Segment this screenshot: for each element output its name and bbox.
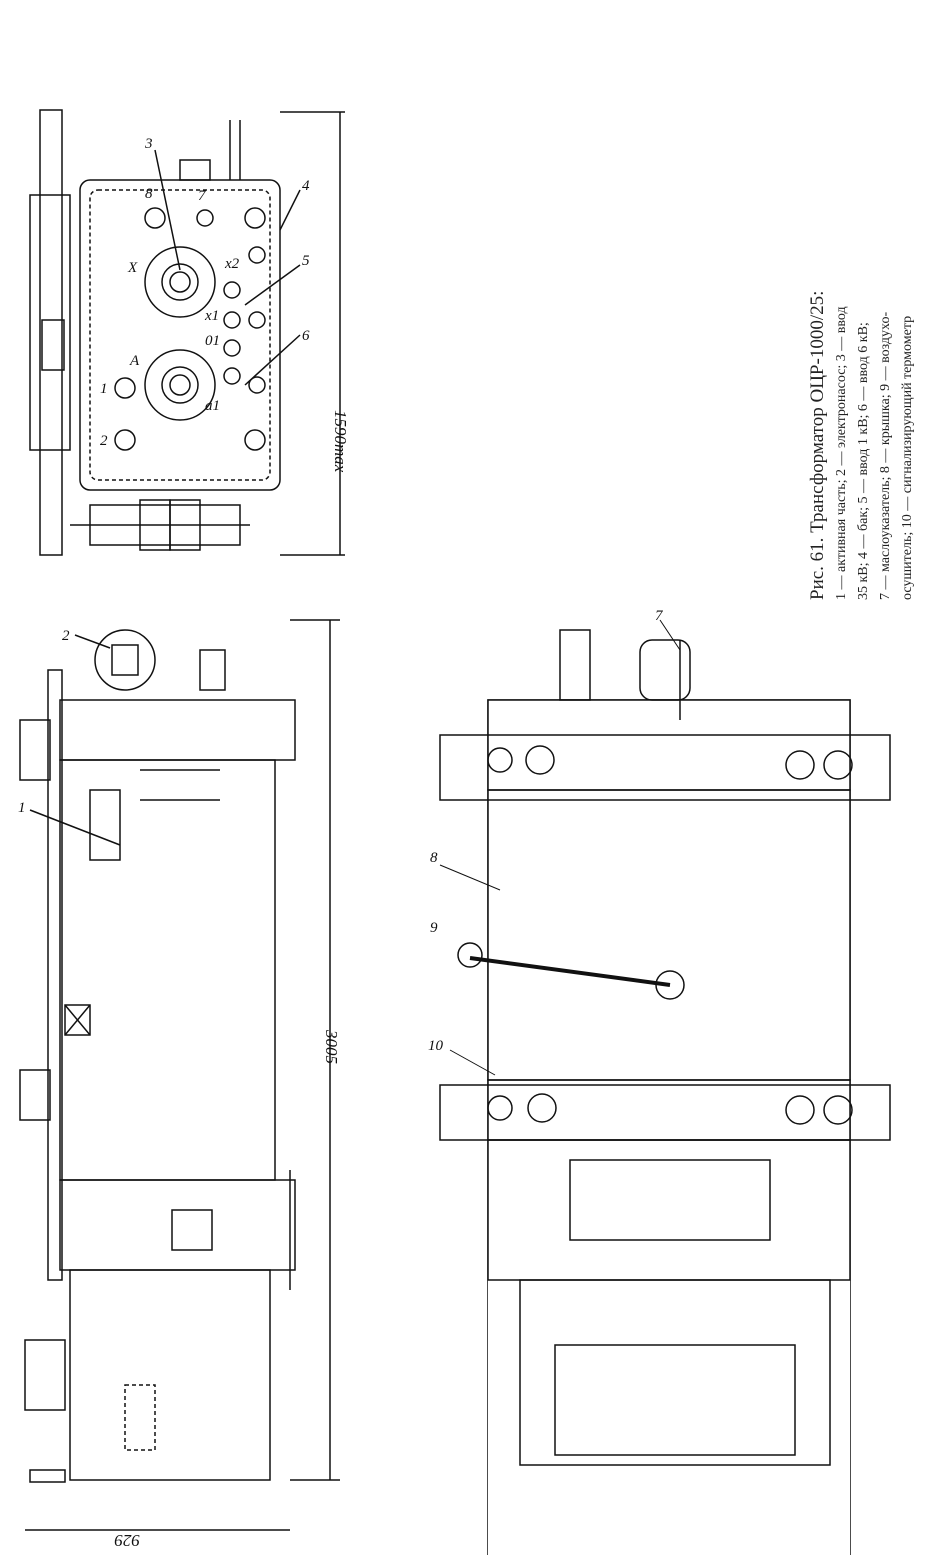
callout-6: 6	[302, 328, 310, 344]
caption-legend-line: 1 — активная часть; 2 — электронасос; 3 …	[834, 306, 849, 600]
plan-view	[439, 619, 891, 1555]
caption-legend-line: 35 кВ; 4 — бак; 5 — ввод 1 кВ; 6 — ввод …	[856, 322, 871, 600]
bushing-label-x1: x1	[204, 308, 219, 324]
bushing-label-x2: x2	[224, 256, 240, 272]
bushing-label-x: X	[127, 260, 138, 276]
bushing-label-a: A	[129, 353, 140, 369]
figure-caption: Рис. 61. Трансформатор ОЦР-1000/25: 1 — …	[805, 100, 915, 600]
caption-title: Рис. 61. Трансформатор ОЦР-1000/25:	[807, 290, 828, 600]
callout-8: 8	[145, 186, 153, 202]
top-view	[29, 109, 345, 556]
callout-7: 7	[198, 188, 207, 204]
dimension-1590max: 1590max	[331, 410, 350, 473]
side-view	[19, 619, 340, 1531]
caption-legend-line: 7 — маслоуказатель; 8 — крышка; 9 — возд…	[878, 311, 893, 600]
caption-legend-line: осушитель; 10 — сигнализирующий термомет…	[900, 315, 915, 600]
callout-3: 3	[144, 136, 153, 152]
bushing-label-a1: a1	[205, 398, 220, 414]
callout-2: 2	[62, 628, 70, 644]
callout-7: 7	[655, 608, 664, 624]
callout-1: 1	[100, 381, 108, 397]
bushing-label-01: 01	[205, 333, 220, 349]
dimension-3005: 3005	[322, 1029, 341, 1064]
callout-2: 2	[100, 433, 108, 449]
callout-10: 10	[428, 1038, 444, 1054]
callout-8: 8	[430, 850, 438, 866]
dimension-929: 929	[114, 1531, 140, 1550]
callout-4: 4	[302, 178, 310, 194]
callout-9: 9	[430, 920, 438, 936]
callout-1: 1	[18, 800, 26, 816]
callout-5: 5	[302, 253, 310, 269]
